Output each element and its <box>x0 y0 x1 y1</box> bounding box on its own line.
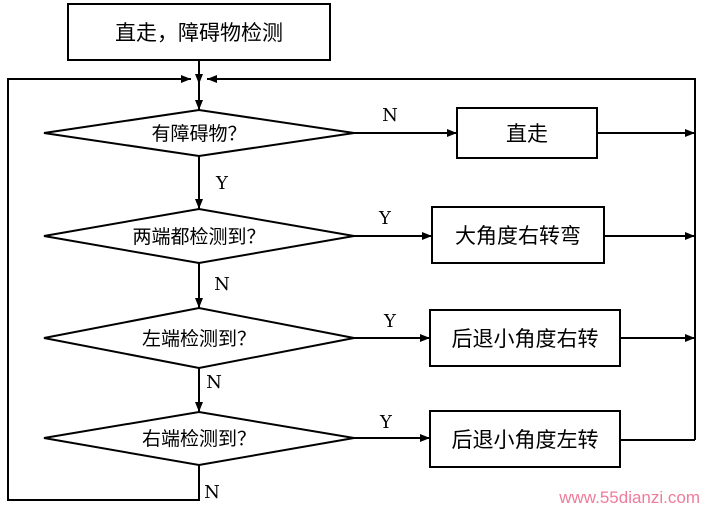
start-box <box>67 3 331 61</box>
start-box-label: 直走，障碍物检测 <box>115 21 283 45</box>
label-d3-y: Y <box>383 311 397 332</box>
action-back-small-right <box>429 309 621 367</box>
edge-loop-right <box>207 75 696 440</box>
action-go-straight <box>456 107 598 159</box>
label-d2-y: Y <box>378 208 392 229</box>
action-back-small-right-label: 后退小角度右转 <box>452 327 599 351</box>
decision-obstacle-label: 有障碍物？ <box>151 123 246 145</box>
label-d1-n: N <box>382 105 398 126</box>
watermark: www.55dianzi.com <box>558 488 700 507</box>
decision-both-ends-label: 两端都检测到？ <box>132 226 265 248</box>
action-big-right-turn-label: 大角度右转弯 <box>455 224 581 248</box>
label-d4-n: N <box>204 482 220 503</box>
label-d2-n: N <box>214 274 230 295</box>
label-d3-n: N <box>206 372 222 393</box>
decision-right-end-label: 右端检测到？ <box>142 428 256 450</box>
action-big-right-turn <box>431 206 605 264</box>
action-back-small-left-label: 后退小角度左转 <box>452 428 599 452</box>
action-go-straight-label: 直走 <box>506 122 548 146</box>
label-d4-y: Y <box>379 412 393 433</box>
decision-left-end-label: 左端检测到？ <box>142 328 256 350</box>
label-d1-y: Y <box>215 173 229 194</box>
edge-loop-left <box>7 75 200 501</box>
